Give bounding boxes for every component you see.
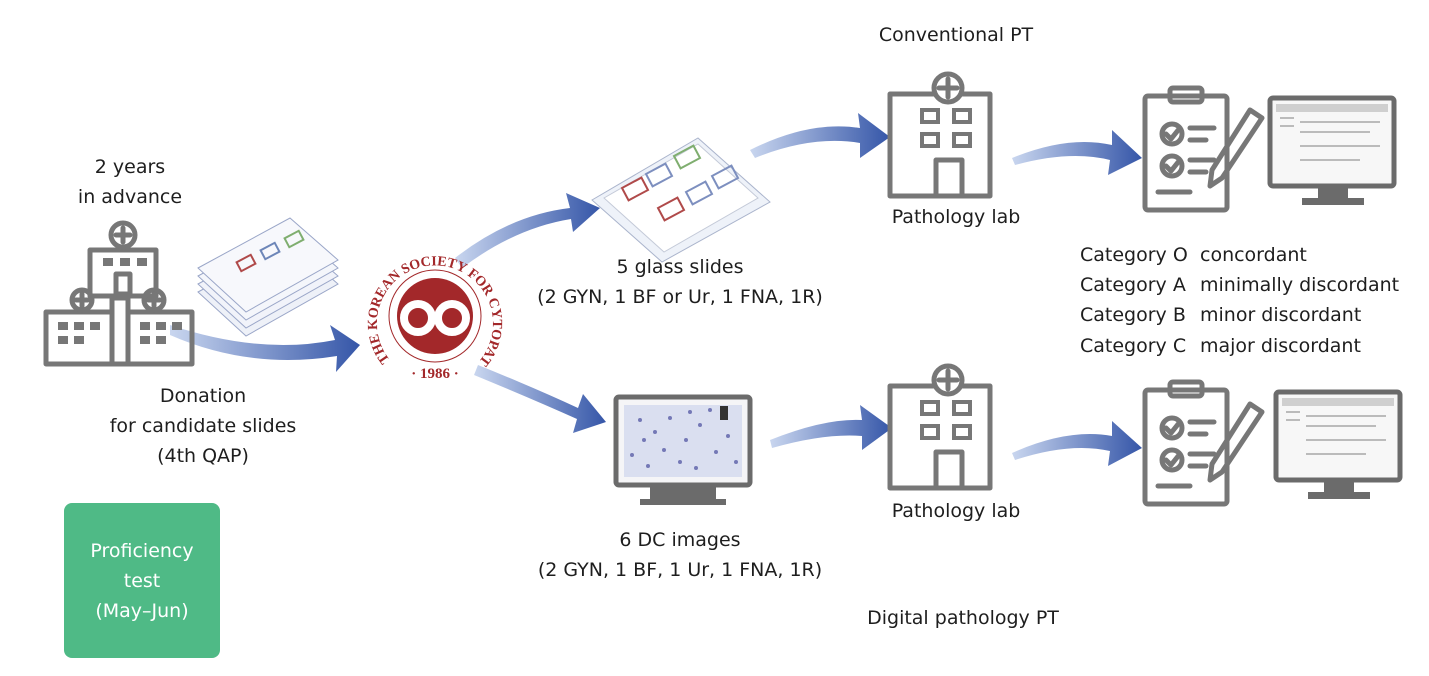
glass-line-2: (2 GYN, 1 BF or Ur, 1 FNA, 1R): [537, 286, 823, 308]
category-key: Category C: [1080, 335, 1187, 357]
donation-line-1: Donation: [159, 385, 247, 407]
digital-pathology-pt-title: Digital pathology PT: [867, 607, 1059, 629]
proficiency-test-badge: Proficiency test (May–Jun): [64, 503, 220, 658]
pathology-lab-top-label: Pathology lab: [891, 206, 1021, 228]
arrow-glass-to-lab: [750, 113, 890, 158]
report-clipboard-bottom-icon: [1142, 379, 1265, 507]
report-monitor-top-icon: [1267, 95, 1397, 205]
category-row: Category C major discordant: [1080, 331, 1361, 361]
glass-line-1: 5 glass slides: [616, 256, 744, 278]
donation-line-3: (4th QAP): [157, 445, 249, 467]
report-monitor-bottom-icon: [1273, 389, 1403, 499]
dc-line-1: 6 DC images: [619, 529, 741, 551]
category-row: Category B minor discordant: [1080, 300, 1361, 330]
slide-stack-icon: [197, 217, 339, 337]
category-row: Category O concordant: [1080, 240, 1307, 270]
dc-images-label: 6 DC images (2 GYN, 1 BF, 1 Ur, 1 FNA, 1…: [530, 525, 830, 585]
category-desc: minor discordant: [1200, 304, 1362, 326]
category-desc: concordant: [1200, 244, 1307, 266]
category-key: Category A: [1080, 274, 1186, 296]
arrow-society-to-glass: [455, 193, 600, 268]
category-desc: minimally discordant: [1200, 274, 1400, 296]
hospital-group-icon: [43, 220, 195, 367]
category-key: Category O: [1080, 244, 1188, 266]
arrow-donation-to-society: [170, 325, 360, 372]
arrow-lab-to-report-top: [1012, 130, 1142, 175]
category-desc: major discordant: [1200, 335, 1361, 357]
category-row: Category A minimally discordant: [1080, 270, 1399, 300]
glass-slides-icon: [591, 137, 771, 263]
pathology-lab-bottom-label: Pathology lab: [891, 500, 1021, 522]
arrow-dc-to-lab: [770, 405, 892, 450]
donation-label: Donation for candidate slides (4th QAP): [100, 381, 306, 471]
glass-slides-label: 5 glass slides (2 GYN, 1 BF or Ur, 1 FNA…: [530, 252, 830, 312]
donation-line-2: for candidate slides: [109, 415, 297, 437]
advance-label: 2 years in advance: [60, 152, 200, 212]
pathology-lab-bottom-icon: [887, 363, 993, 491]
conventional-pt-title: Conventional PT: [878, 24, 1034, 46]
dc-image-monitor-icon: [613, 394, 753, 505]
report-clipboard-top-icon: [1142, 85, 1265, 213]
badge-line-1: Proficiency: [90, 539, 194, 562]
badge-line-3: (May–Jun): [95, 599, 189, 622]
dc-line-2: (2 GYN, 1 BF, 1 Ur, 1 FNA, 1R): [537, 559, 823, 581]
arrow-society-to-dc: [474, 365, 606, 433]
badge-line-2: test: [123, 569, 161, 592]
advance-line-2: in advance: [77, 186, 183, 208]
advance-line-1: 2 years: [94, 156, 166, 178]
seal-year: · 1986 ·: [411, 366, 459, 382]
category-key: Category B: [1080, 304, 1186, 326]
arrow-lab-to-report-bottom: [1012, 421, 1142, 466]
pathology-lab-top-icon: [887, 71, 993, 199]
